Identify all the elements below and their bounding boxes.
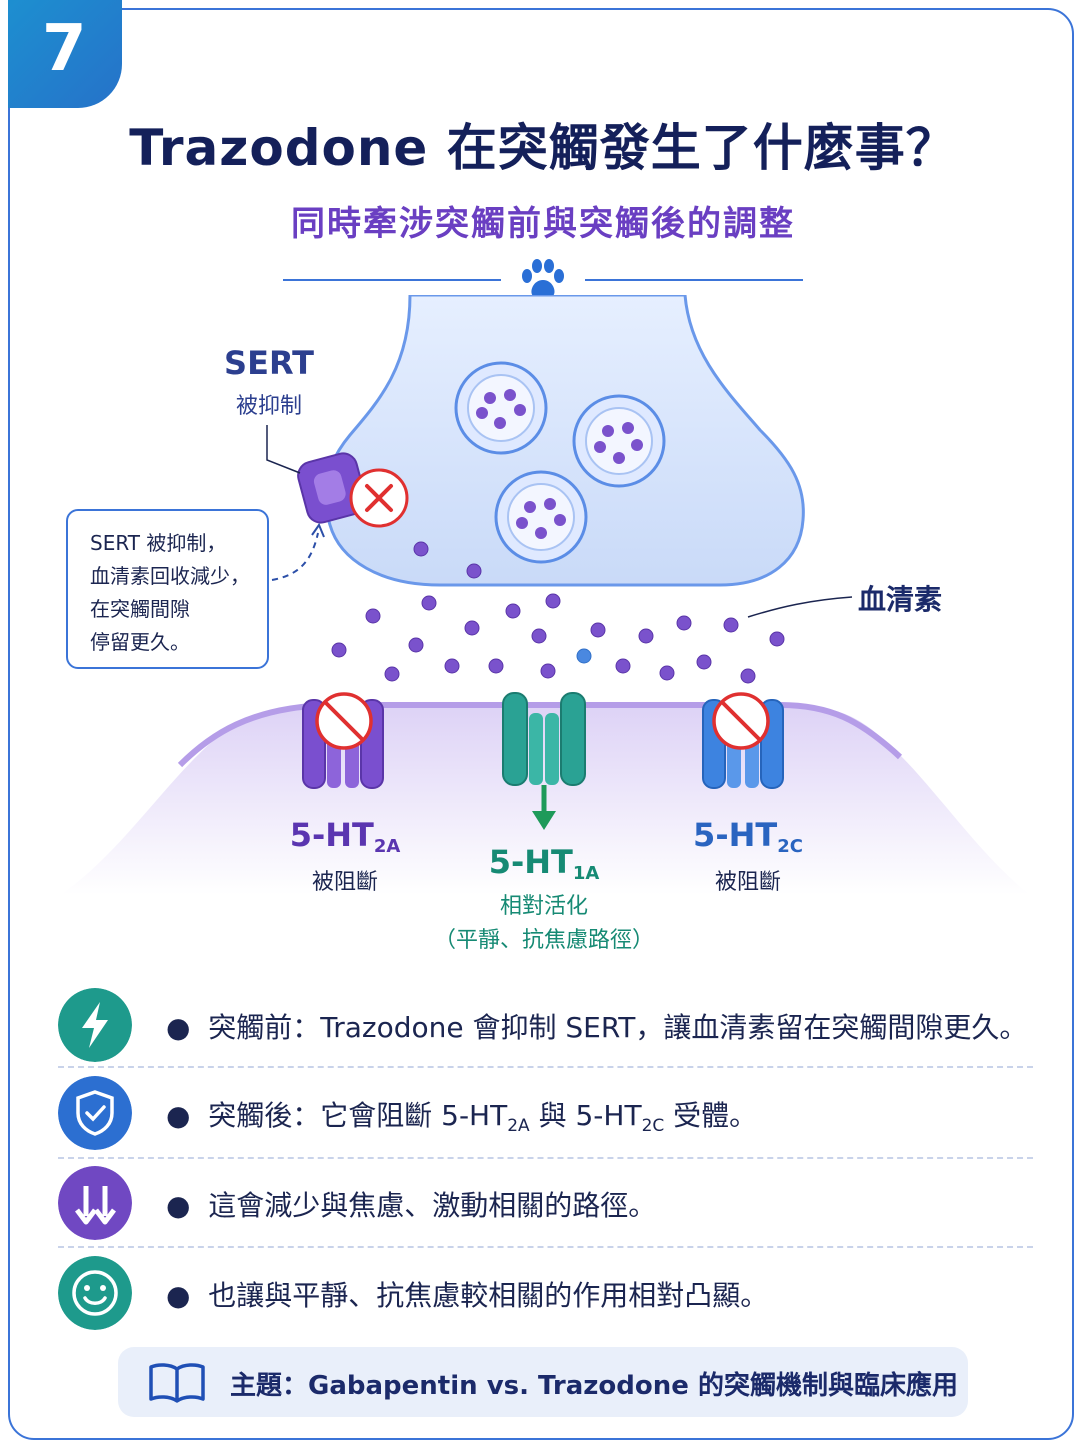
vesicle (572, 394, 666, 488)
paw-icon (522, 259, 564, 298)
bullet-calm: ● 也讓與平靜、抗焦慮較相關的作用相對凸顯。 (58, 1252, 1033, 1338)
bullet-presynaptic: ● 突觸前：Trazodone 會抑制 SERT，讓血清素留在突觸間隙更久。 (58, 984, 1033, 1070)
serotonin-label: 血清素 (858, 583, 943, 616)
divider (58, 1157, 1033, 1159)
divider (58, 1066, 1033, 1068)
step-badge: 7 (8, 0, 122, 108)
receptor-5ht1a-status: 相對活化 (499, 894, 588, 919)
receptor-5ht2a-status: 被阻斷 (311, 870, 378, 895)
bullet-text: ● 也讓與平靜、抗焦慮較相關的作用相對凸顯。 (166, 1279, 769, 1312)
bullet-reduce: ● 這會減少與焦慮、激動相關的路徑。 (58, 1162, 1033, 1248)
note-line: 停留更久。 (90, 630, 190, 654)
bullet-text: ● 突觸後：它會阻斷 5-HT2A 與 5-HT2C 受體。 (166, 1099, 758, 1136)
sert-note-box: SERT 被抑制， 血清素回收減少， 在突觸間隙 停留更久。 (66, 509, 269, 669)
lightning-icon (58, 988, 132, 1062)
receptor-5ht1a-note: （平靜、抗焦慮路徑） (433, 928, 654, 953)
topic-footer: 主題：Gabapentin vs. Trazodone 的突觸機制與臨床應用 (118, 1347, 968, 1417)
receptor-5ht2a-label: 5-HT2A (289, 816, 401, 857)
synapse-diagram (60, 295, 1030, 895)
divider-left (283, 279, 501, 281)
book-icon (149, 1363, 205, 1403)
shield-check-icon (58, 1076, 132, 1150)
divider (58, 1246, 1033, 1248)
footer-text: 主題：Gabapentin vs. Trazodone 的突觸機制與臨床應用 (230, 1371, 958, 1401)
page-subtitle: 同時牽涉突觸前與突觸後的調整 (291, 204, 795, 244)
receptor-5ht1a-label: 5-HT1A (488, 843, 600, 884)
presynaptic-terminal (323, 295, 805, 587)
note-arrow (271, 532, 319, 581)
divider-right (585, 279, 803, 281)
down-arrows-icon (58, 1166, 132, 1240)
sert-status: 被抑制 (235, 394, 302, 419)
sert-leader-line (266, 425, 301, 474)
note-line: 在突觸間隙 (90, 597, 190, 621)
blocked-icon (315, 692, 373, 750)
page-title: Trazodone 在突觸發生了什麼事？ (129, 119, 957, 177)
step-number: 7 (42, 12, 87, 86)
receptor-5ht2c-label: 5-HT2C (693, 816, 803, 857)
bullet-text: ● 這會減少與焦慮、激動相關的路徑。 (166, 1189, 657, 1222)
receptor-5ht2c-status: 被阻斷 (714, 870, 781, 895)
blocked-icon (712, 692, 770, 750)
bullet-postsynaptic: ● 突觸後：它會阻斷 5-HT2A 與 5-HT2C 受體。 (58, 1072, 1033, 1158)
serotonin-leader-line (747, 596, 853, 618)
sert-label: SERT (224, 344, 314, 382)
serotonin-molecules (331, 541, 785, 684)
note-line: SERT 被抑制， (90, 531, 227, 555)
inhibited-x-icon (349, 468, 409, 528)
vesicle (454, 361, 548, 455)
receptor-5ht1a (502, 692, 586, 830)
bullet-text: ● 突觸前：Trazodone 會抑制 SERT，讓血清素留在突觸間隙更久。 (166, 1011, 1028, 1044)
smile-icon (58, 1256, 132, 1330)
note-line: 血清素回收減少， (90, 564, 250, 588)
vesicle (494, 470, 588, 564)
